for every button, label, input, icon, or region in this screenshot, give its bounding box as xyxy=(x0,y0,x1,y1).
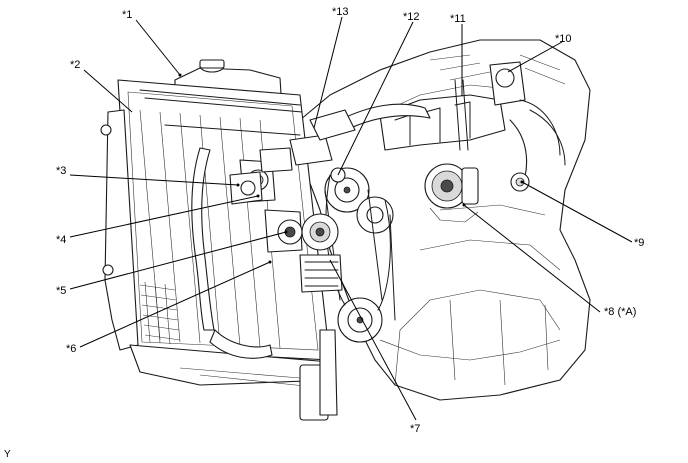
radiator-mesh xyxy=(139,281,181,345)
engine-block xyxy=(299,39,591,401)
callout-11: *11 xyxy=(450,13,466,25)
figure-code: Y xyxy=(4,449,11,460)
callout-1: *1 xyxy=(122,9,132,21)
callout-4: *4 xyxy=(56,234,66,246)
callout-9: *9 xyxy=(634,237,644,249)
callout-leaders xyxy=(69,16,633,421)
callout-5: *5 xyxy=(56,285,66,297)
radiator-assembly xyxy=(100,59,356,421)
callout-3: *3 xyxy=(56,165,66,177)
callout-10: *10 xyxy=(555,33,572,45)
callout-7: *7 xyxy=(410,423,420,435)
callout-12: *12 xyxy=(403,11,420,23)
callout-8: *8 (*A) xyxy=(604,306,636,318)
callout-labels: *1 *2 *3 *4 *5 *6 *7 *8 (*A) *9 *10 *11 … xyxy=(56,6,644,435)
callout-2: *2 xyxy=(70,59,80,71)
callout-13: *13 xyxy=(332,6,349,18)
callout-6: *6 xyxy=(66,343,76,355)
